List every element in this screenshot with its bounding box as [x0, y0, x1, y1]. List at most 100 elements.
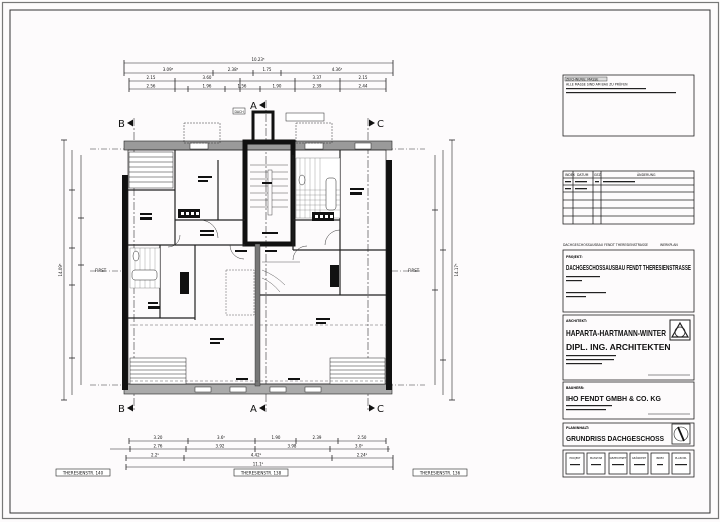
dimensions-top [123, 60, 394, 92]
dimensions-left [61, 139, 84, 401]
architect-label: ARCHITEKT: [566, 319, 587, 323]
roof-label: DACH [235, 110, 245, 114]
notes-line: ALLE MASSE SIND AM BAU ZU PRÜFEN [566, 82, 628, 87]
revision-header: DATUM [577, 173, 589, 177]
dimensions-bottom [110, 438, 394, 470]
architect-name: HAPARTA-HARTMANN-WINTER [566, 328, 666, 338]
inner-frame [9, 9, 711, 514]
floor-plan: DACH [122, 107, 393, 395]
section-arrow-icon [259, 404, 265, 412]
roof-label-box [232, 107, 246, 115]
street-labels [55, 468, 468, 477]
dim-top: 3.37 [313, 75, 322, 80]
dim-bottom-total: 11.1⁵ [253, 462, 264, 467]
section-label-c: C [377, 404, 384, 415]
stamp-field-label: PROJEKT [570, 456, 581, 460]
dim-bottom: 4.42⁵ [251, 453, 262, 458]
revision-table [562, 170, 695, 225]
dim-right-total: 14.17⁵ [454, 263, 459, 276]
section-arrow-icon [369, 119, 375, 127]
section-arrow-icon [127, 119, 133, 127]
dim-top: 2.56 [147, 84, 156, 89]
revision-header: GEZ. [594, 173, 602, 177]
dim-top: 2.15 [359, 75, 368, 80]
dim-bottom: 2.24⁵ [357, 453, 368, 458]
dim-left-total: 14.09⁵ [58, 263, 63, 276]
dim-bottom: 3.6⁵ [217, 435, 225, 440]
stamp-field-label: GEZEICHNET [610, 456, 627, 460]
dim-top: 1.96 [203, 84, 212, 89]
dim-top: 2.44 [359, 84, 368, 89]
stamp-box [562, 449, 695, 478]
revision-header: INDEX [565, 173, 576, 177]
architect-box [562, 314, 695, 381]
bathtub [131, 269, 158, 281]
client-box [562, 381, 695, 420]
section-label-b: B [118, 119, 125, 130]
party-wall [254, 243, 261, 387]
stamp-fields [565, 452, 691, 475]
dim-top: 2.15 [147, 75, 156, 80]
section-arrow-icon [127, 404, 133, 412]
section-arrow-icon [369, 404, 375, 412]
stamp-field-label: GEÄNDERT [632, 455, 647, 460]
notes-box [562, 74, 695, 137]
toilet [132, 250, 140, 262]
dim-bottom: 3.92 [216, 444, 225, 449]
dim-top: 2.38⁵ [228, 67, 239, 72]
dim-bottom: 2.50 [358, 435, 367, 440]
dim-bottom: 1.90 [272, 435, 281, 440]
plan-title: GRUNDRISS DACHGESCHOSS [566, 436, 664, 443]
dim-bottom: 3.0⁵ [355, 444, 363, 449]
elevator-shaft [251, 110, 275, 144]
dim-top: 3.09⁵ [163, 67, 174, 72]
section-label-b: B [118, 404, 125, 415]
dim-top: 1.75 [263, 67, 272, 72]
wall-left [122, 175, 128, 390]
stamp-field-label: INDEX [656, 456, 664, 460]
notes-heading: ZEICHNUNG: MASSE [566, 77, 598, 81]
bathtub [325, 177, 337, 211]
project-header: DACHGESCHOSSAUSBAU FENDT THERESIENSTRASS… [563, 243, 648, 247]
dimensions-right [432, 139, 455, 401]
street-label: THERESIENSTR. 136 [419, 471, 461, 476]
dim-bottom: 2.76 [154, 444, 163, 449]
plan-label: PLANINHALT: [566, 426, 589, 430]
section-label-c: C [377, 119, 384, 130]
street-label: THERESIENSTR. 140 [62, 471, 104, 476]
street-label: THERESIENSTR. 138 [240, 471, 282, 476]
project-box [562, 249, 695, 313]
dim-bottom: 2.39 [313, 435, 322, 440]
stamp-field-label: PLAN NR. [675, 456, 687, 460]
dim-top: 4.36⁵ [332, 67, 343, 72]
toilet [298, 174, 306, 186]
architect-logo-icon [669, 319, 691, 341]
title-block [562, 74, 695, 478]
side-label-left: FIRST [95, 268, 107, 273]
dim-top: 1.90 [273, 84, 282, 89]
north-arrow-icon [671, 423, 691, 445]
section-arrow-icon [259, 101, 265, 109]
client-name: IHO FENDT GMBH & CO. KG [566, 396, 661, 403]
plan-title-box [562, 422, 695, 447]
dim-top: 1.56 [238, 84, 247, 89]
section-label-a: A [250, 404, 257, 415]
architect-title: DIPL. ING. ARCHITEKTEN [566, 342, 671, 352]
project-title: DACHGESCHOSSAUSBAU FENDT THERESIENSTRASS… [566, 263, 691, 272]
dim-bottom: 2.2⁵ [151, 453, 159, 458]
project-label: PROJEKT: [566, 255, 583, 259]
section-label-a: A [250, 101, 257, 112]
wall-right [386, 160, 392, 390]
dim-bottom: 3.20 [154, 435, 163, 440]
dim-top: 3.60 [203, 75, 212, 80]
revision-header: ÄNDERUNG [637, 172, 656, 177]
stamp-field-label: MASSTAB [590, 456, 602, 460]
client-label: BAUHERR: [566, 386, 584, 390]
dim-top: 2.39 [313, 84, 322, 89]
dim-bottom: 3.98 [288, 444, 297, 449]
dim-top-total: 10.23⁵ [251, 57, 264, 62]
project-header-right: WERKPLAN [660, 243, 678, 247]
side-label-right: FIRST [408, 268, 420, 273]
